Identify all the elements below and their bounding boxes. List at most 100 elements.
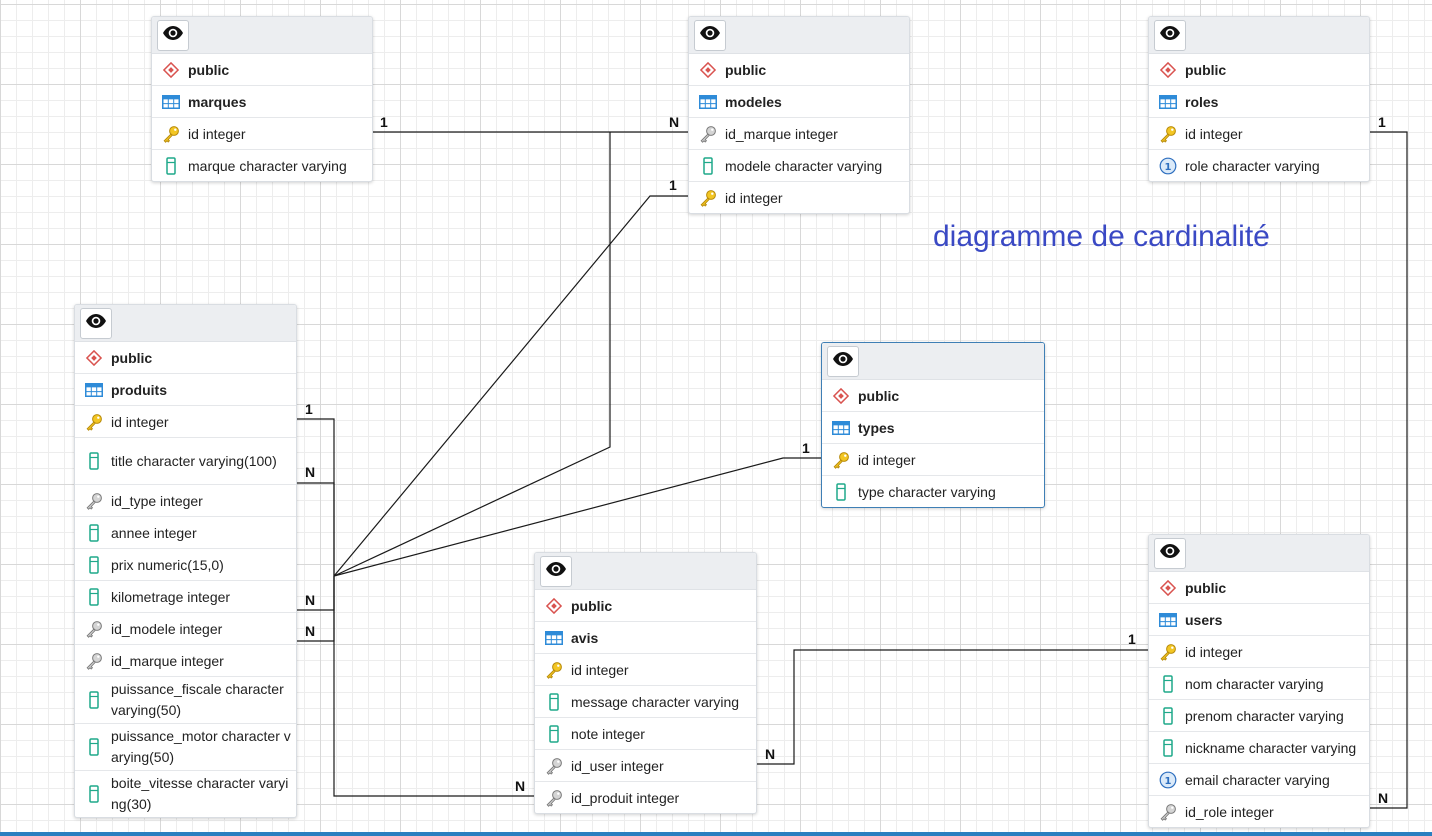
table-name: produits	[111, 381, 167, 398]
table-name-row[interactable]: users	[1149, 604, 1369, 636]
table-icon	[545, 629, 563, 647]
column-row[interactable]: id_produit integer	[535, 782, 756, 813]
column-label: marque character varying	[188, 157, 347, 174]
column-row[interactable]: marque character varying	[152, 150, 372, 181]
toggle-visibility-button[interactable]	[827, 346, 859, 377]
column-row[interactable]: id integer	[689, 182, 909, 213]
cardinality-label: 1	[1378, 114, 1386, 130]
toggle-visibility-button[interactable]	[1154, 538, 1186, 569]
column-row[interactable]: nickname character varying	[1149, 732, 1369, 764]
schema-row[interactable]: public	[1149, 572, 1369, 604]
column-row[interactable]: kilometrage integer	[75, 581, 296, 613]
toggle-visibility-button[interactable]	[540, 556, 572, 587]
table-name-row[interactable]: marques	[152, 86, 372, 118]
table-card-header	[75, 305, 296, 342]
column-label: id integer	[725, 189, 783, 206]
eye-icon	[832, 351, 854, 372]
toggle-visibility-button[interactable]	[1154, 20, 1186, 51]
column-row[interactable]: id integer	[152, 118, 372, 150]
cardinality-label: 1	[1128, 631, 1136, 647]
column-row[interactable]: id_role integer	[1149, 796, 1369, 827]
column-row[interactable]: title character varying(100)	[75, 438, 296, 485]
column-row[interactable]: puissance_fiscale character varying(50)	[75, 677, 296, 724]
cardinality-label: 1	[305, 401, 313, 417]
column-icon	[85, 555, 103, 574]
toggle-visibility-button[interactable]	[694, 20, 726, 51]
schema-icon	[85, 349, 103, 367]
toggle-visibility-button[interactable]	[157, 20, 189, 51]
primary-key-icon	[85, 413, 103, 431]
column-label: note integer	[571, 725, 645, 742]
schema-icon	[1159, 61, 1177, 79]
table-name-row[interactable]: produits	[75, 374, 296, 406]
schema-row[interactable]: public	[75, 342, 296, 374]
cardinality-label: 1	[802, 440, 810, 456]
schema-name: public	[188, 61, 230, 78]
table-name-row[interactable]: modeles	[689, 86, 909, 118]
column-row[interactable]: prix numeric(15,0)	[75, 549, 296, 581]
column-icon	[545, 724, 563, 743]
eye-icon	[699, 25, 721, 46]
table-name: roles	[1185, 93, 1219, 110]
column-row[interactable]: note integer	[535, 718, 756, 750]
column-row[interactable]: id_user integer	[535, 750, 756, 782]
column-label: modele character varying	[725, 157, 883, 174]
column-label: message character varying	[571, 693, 740, 710]
primary-key-icon	[699, 189, 717, 207]
column-row[interactable]: id integer	[75, 406, 296, 438]
table-name-row[interactable]: roles	[1149, 86, 1369, 118]
column-row[interactable]: id_modele integer	[75, 613, 296, 645]
link-types-produits	[333, 457, 822, 577]
schema-name: public	[858, 387, 900, 404]
column-row[interactable]: boite_vitesse character varying(30)	[75, 771, 296, 817]
diagram-title: diagramme de cardinalité	[933, 220, 1270, 253]
schema-row[interactable]: public	[535, 590, 756, 622]
table-name-row[interactable]: avis	[535, 622, 756, 654]
column-row[interactable]: id integer	[1149, 118, 1369, 150]
column-row[interactable]: id integer	[1149, 636, 1369, 668]
schema-row[interactable]: public	[822, 380, 1044, 412]
schema-name: public	[1185, 61, 1227, 78]
column-row[interactable]: modele character varying	[689, 150, 909, 182]
table-card-header	[1149, 535, 1369, 572]
column-label: id integer	[111, 413, 169, 430]
table-card-header	[689, 17, 909, 54]
column-row[interactable]: prenom character varying	[1149, 700, 1369, 732]
schema-row[interactable]: public	[1149, 54, 1369, 86]
schema-name: public	[571, 597, 613, 614]
foreign-key-icon	[545, 757, 563, 775]
primary-key-icon	[162, 125, 180, 143]
column-row[interactable]: puissance_motor character varying(50)	[75, 724, 296, 771]
table-card-produits[interactable]: public produits id integer title character …	[74, 304, 297, 818]
schema-row[interactable]: public	[152, 54, 372, 86]
column-row[interactable]: id integer	[535, 654, 756, 686]
column-row[interactable]: message character varying	[535, 686, 756, 718]
column-label: type character varying	[858, 483, 996, 500]
schema-icon	[1159, 579, 1177, 597]
column-row[interactable]: id_marque integer	[689, 118, 909, 150]
column-row[interactable]: id_type integer	[75, 485, 296, 517]
column-row[interactable]: annee integer	[75, 517, 296, 549]
table-icon	[162, 93, 180, 111]
cardinality-label: 1	[380, 114, 388, 130]
column-row[interactable]: type character varying	[822, 476, 1044, 507]
primary-key-icon	[545, 661, 563, 679]
unique-column-icon: 1	[1159, 771, 1177, 789]
cardinality-label: 1	[669, 177, 677, 193]
column-row[interactable]: id integer	[822, 444, 1044, 476]
column-row[interactable]: id_marque integer	[75, 645, 296, 677]
toggle-visibility-button[interactable]	[80, 308, 112, 339]
schema-row[interactable]: public	[689, 54, 909, 86]
primary-key-icon	[1159, 643, 1177, 661]
table-name-row[interactable]: types	[822, 412, 1044, 444]
column-row[interactable]: nom character varying	[1149, 668, 1369, 700]
column-label: id_role integer	[1185, 803, 1274, 820]
